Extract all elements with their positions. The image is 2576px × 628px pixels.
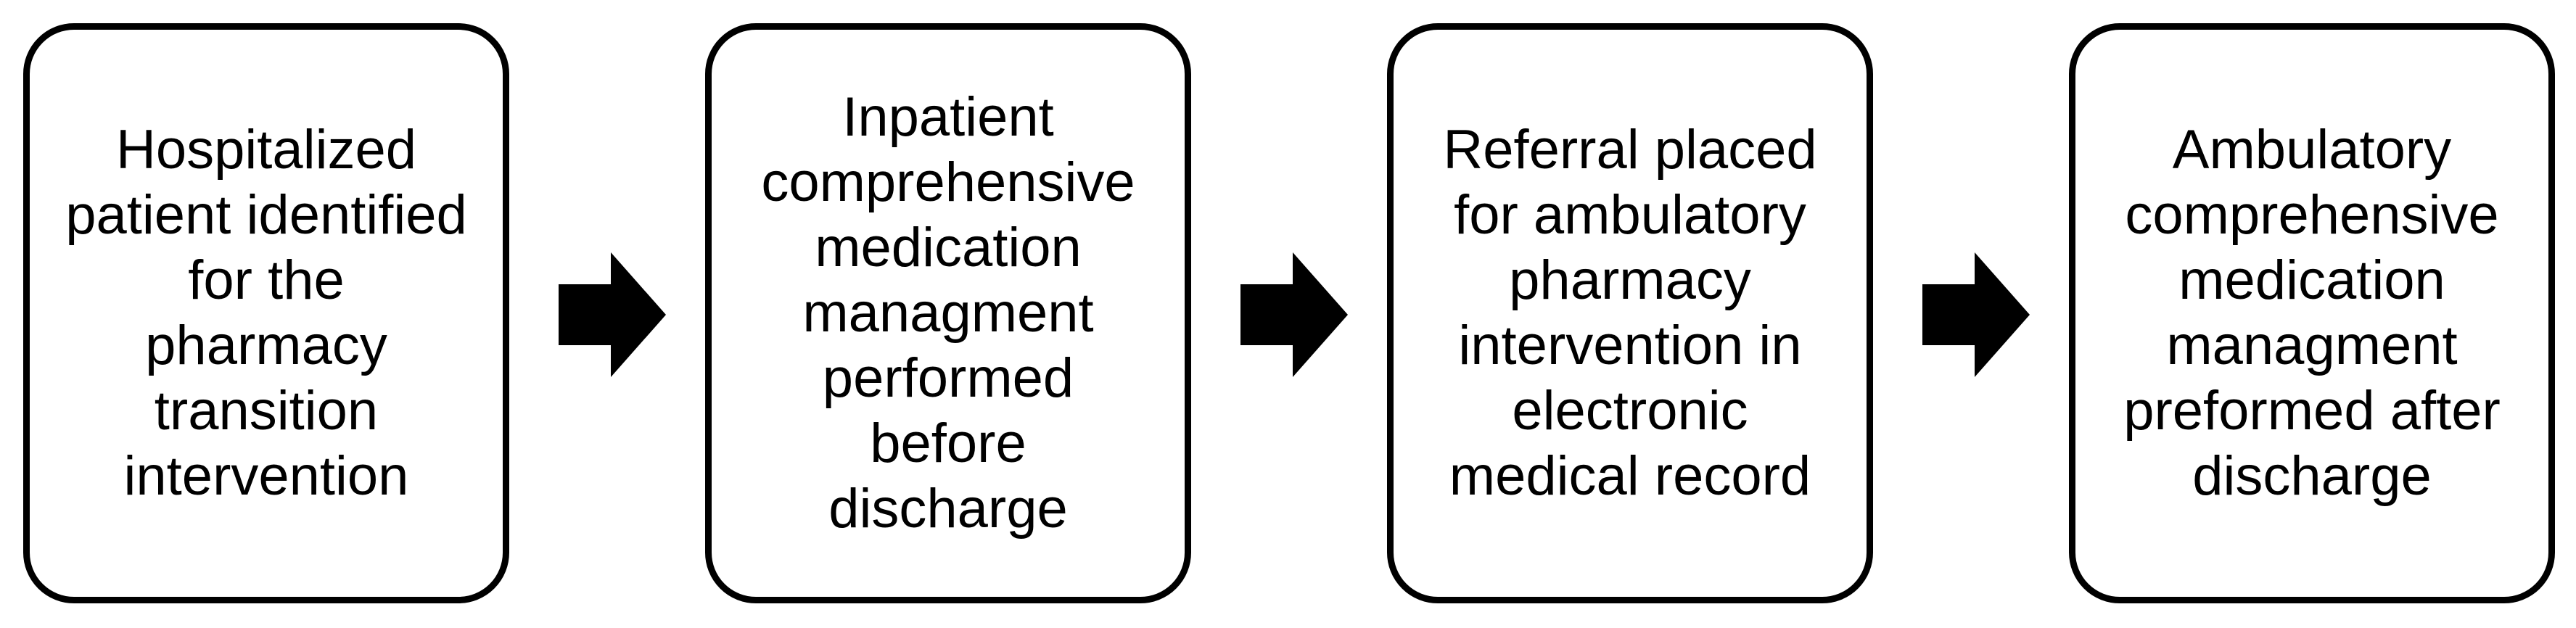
right-arrow-icon bbox=[1922, 252, 2030, 377]
step-1-text: Hospitalized patient identified for the … bbox=[65, 119, 467, 507]
step-3-text: Referral placed for ambulatory pharmacy … bbox=[1443, 119, 1817, 507]
step-4-box: Ambulatory comprehensive medication mana… bbox=[2069, 23, 2555, 603]
step-3-box: Referral placed for ambulatory pharmacy … bbox=[1387, 23, 1873, 603]
step-1-box: Hospitalized patient identified for the … bbox=[23, 23, 509, 603]
arrow-1-shape bbox=[559, 252, 666, 377]
step-2-text: Inpatient comprehensive medication manag… bbox=[761, 86, 1135, 540]
right-arrow-icon bbox=[1240, 252, 1348, 377]
step-2-box: Inpatient comprehensive medication manag… bbox=[705, 23, 1191, 603]
step-4-text: Ambulatory comprehensive medication mana… bbox=[2123, 119, 2501, 507]
right-arrow-icon bbox=[559, 252, 666, 377]
arrow-2-shape bbox=[1240, 252, 1348, 377]
arrow-3-shape bbox=[1922, 252, 2030, 377]
